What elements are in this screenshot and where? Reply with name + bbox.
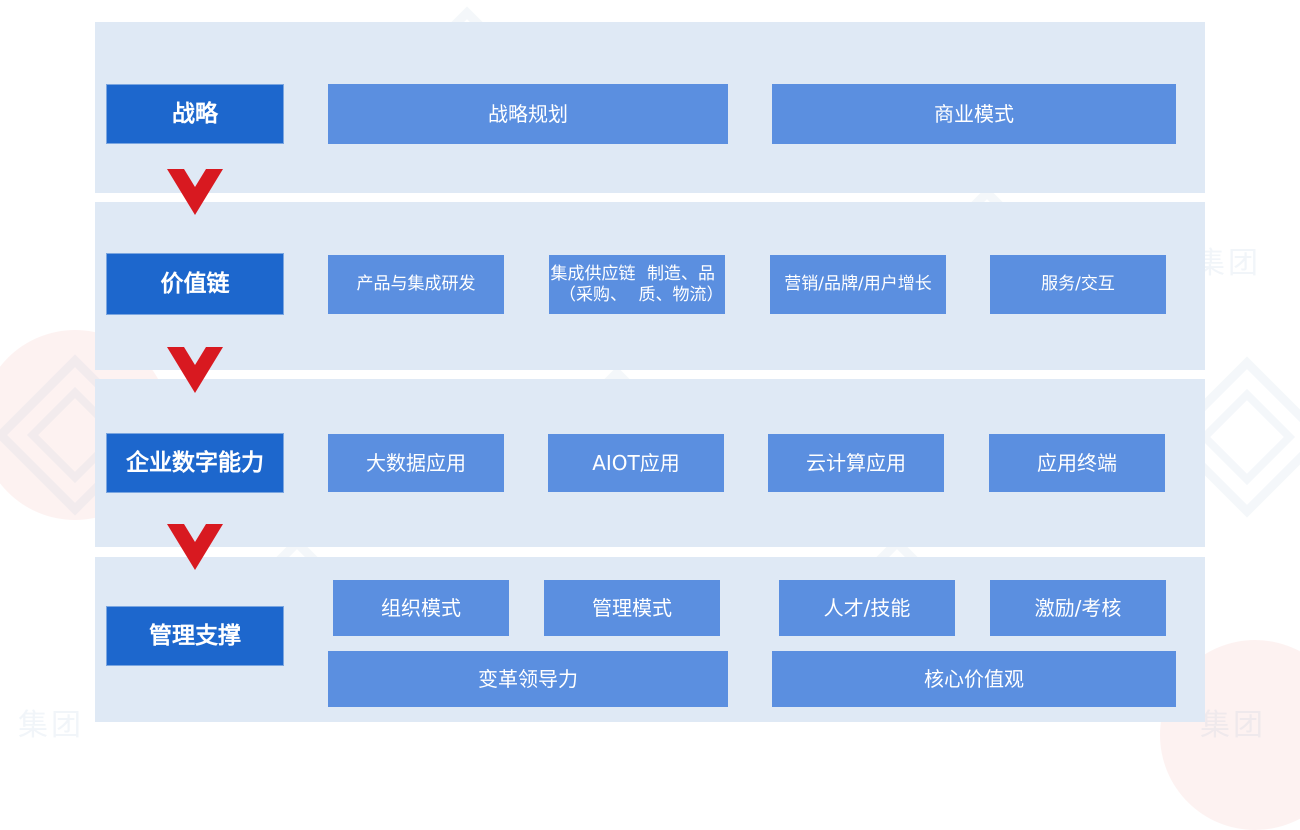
- item-management-model[interactable]: 管理模式: [544, 580, 720, 636]
- item-strategic-planning[interactable]: 战略规划: [328, 84, 728, 144]
- item-product-integrated-rd[interactable]: 产品与集成研发: [328, 255, 504, 314]
- chevron-down-icon: [167, 169, 223, 215]
- row-label-digital-capability[interactable]: 企业数字能力: [106, 433, 284, 493]
- item-organization-model[interactable]: 组织模式: [333, 580, 509, 636]
- item-service-interaction[interactable]: 服务/交互: [990, 255, 1166, 314]
- item-aiot-application[interactable]: AIOT应用: [548, 434, 724, 492]
- row-label-management-support[interactable]: 管理支撑: [106, 606, 284, 666]
- row-label-strategy[interactable]: 战略: [106, 84, 284, 144]
- item-big-data-application[interactable]: 大数据应用: [328, 434, 504, 492]
- capability-framework-diagram: 战略 战略规划 商业模式 价值链 产品与集成研发 集成供应链（采购、 制造、品质…: [95, 22, 1205, 722]
- row-label-value-chain[interactable]: 价值链: [106, 253, 284, 315]
- item-change-leadership[interactable]: 变革领导力: [328, 651, 728, 707]
- item-incentive-assessment[interactable]: 激励/考核: [990, 580, 1166, 636]
- item-talent-skills[interactable]: 人才/技能: [779, 580, 955, 636]
- chevron-down-icon: [167, 524, 223, 570]
- item-application-terminal[interactable]: 应用终端: [989, 434, 1165, 492]
- item-line-2: 制造、品质、物流）: [638, 263, 724, 305]
- item-cloud-computing-application[interactable]: 云计算应用: [768, 434, 944, 492]
- item-business-model[interactable]: 商业模式: [772, 84, 1176, 144]
- item-line-1: 营销/品牌/: [784, 274, 864, 295]
- item-integrated-supply-chain[interactable]: 集成供应链（采购、 制造、品质、物流）: [549, 255, 725, 314]
- item-core-values[interactable]: 核心价值观: [772, 651, 1176, 707]
- item-line-2: 用户增长: [863, 274, 932, 295]
- item-marketing-brand-growth[interactable]: 营销/品牌/ 用户增长: [770, 255, 946, 314]
- item-line-1: 集成供应链（采购、: [550, 263, 636, 305]
- chevron-down-icon: [167, 347, 223, 393]
